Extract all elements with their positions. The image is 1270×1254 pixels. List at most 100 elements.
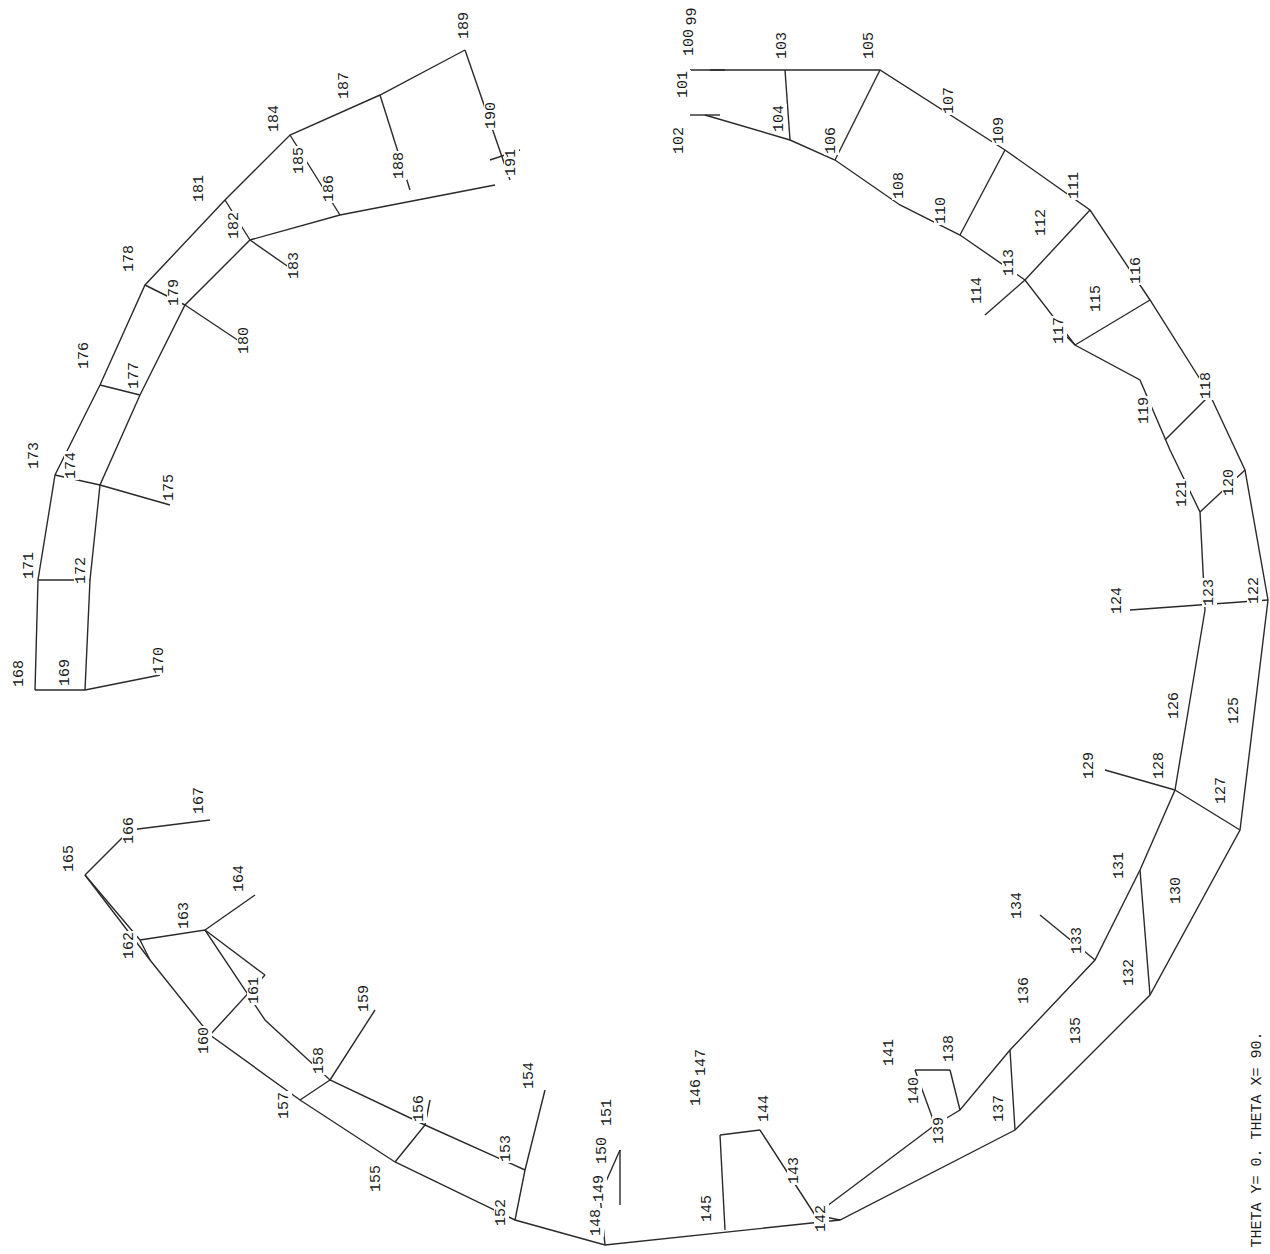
node-number: 171: [22, 550, 37, 579]
mesh-element-line: [185, 305, 245, 345]
node-number: 173: [27, 440, 42, 469]
node-number: 182: [227, 210, 242, 239]
node-number: 167: [192, 785, 207, 814]
node-number: 166: [122, 815, 137, 844]
node-number: 174: [64, 450, 79, 479]
mesh-element-line: [380, 95, 410, 190]
mesh-element-line: [85, 70, 1268, 1245]
node-number: 160: [197, 1025, 212, 1054]
node-number: 113: [1002, 247, 1017, 276]
node-number: 139: [932, 1115, 947, 1144]
node-number: 177: [127, 360, 142, 389]
node-number: 149: [592, 1173, 607, 1202]
node-number: 165: [62, 843, 77, 872]
node-number: 133: [1070, 925, 1085, 954]
mesh-element-line: [690, 114, 720, 115]
mesh-element-line: [720, 1130, 760, 1135]
mesh-element-line: [290, 135, 340, 215]
node-number: 176: [77, 340, 92, 369]
node-number: 105: [862, 30, 877, 59]
mesh-element-line: [340, 185, 495, 215]
mesh-element-line: [35, 689, 85, 690]
node-number: 136: [1017, 975, 1032, 1004]
mesh-element-line: [525, 1090, 545, 1170]
node-number: 142: [814, 1203, 829, 1232]
node-number: 120: [1222, 467, 1237, 496]
node-number: 135: [1069, 1015, 1084, 1044]
node-number: 187: [337, 70, 352, 99]
node-number: 163: [177, 900, 192, 929]
mesh-element-line: [835, 70, 880, 160]
node-number: 122: [1247, 575, 1262, 604]
node-number: 110: [934, 195, 949, 224]
mesh-element-line: [690, 69, 725, 70]
node-number: 116: [1129, 255, 1144, 284]
node-number: 109: [992, 115, 1007, 144]
node-number: 190: [484, 100, 499, 129]
node-number: 131: [1112, 850, 1127, 879]
node-number: 150: [595, 1135, 610, 1164]
mesh-element-line: [1010, 1050, 1015, 1130]
node-number: 104: [772, 103, 787, 132]
node-number: 128: [1152, 750, 1167, 779]
node-number: 186: [322, 173, 337, 202]
node-number: 146: [689, 1077, 704, 1106]
node-number: 100: [682, 27, 697, 56]
mesh-element-line: [960, 150, 1005, 235]
node-number: 147: [694, 1047, 709, 1076]
node-number: 159: [357, 983, 372, 1012]
mesh-element-line: [85, 675, 160, 690]
node-number: 111: [1067, 170, 1082, 199]
node-number: 158: [312, 1045, 327, 1074]
mesh-element-line: [140, 940, 150, 960]
node-number: 112: [1034, 207, 1049, 236]
node-number: 157: [277, 1090, 292, 1119]
node-number: 168: [12, 658, 27, 687]
node-number: 108: [892, 170, 907, 199]
node-number: 123: [1202, 577, 1217, 606]
node-number: 118: [1199, 370, 1214, 399]
mesh-element-line: [720, 1135, 725, 1230]
node-number: 161: [247, 975, 262, 1004]
mesh-element-line: [915, 1069, 950, 1070]
node-number: 154: [522, 1060, 537, 1089]
node-number: 180: [237, 325, 252, 354]
mesh-element-line: [1040, 915, 1095, 960]
node-number: 107: [942, 85, 957, 114]
node-number: 169: [58, 657, 73, 686]
node-number: 126: [1167, 690, 1182, 719]
mesh-element-line: [140, 930, 525, 1170]
node-number: 188: [392, 150, 407, 179]
node-number: 101: [676, 69, 691, 98]
node-number: 99: [684, 6, 699, 26]
node-number: 164: [232, 863, 247, 892]
node-number: 117: [1052, 315, 1067, 344]
node-number: 143: [787, 1155, 802, 1184]
mesh-element-line: [205, 895, 255, 930]
node-number: 134: [1010, 890, 1025, 919]
node-number: 179: [167, 277, 182, 306]
mesh-element-line: [985, 280, 1025, 315]
mesh-element-line: [515, 1170, 525, 1220]
node-number: 172: [74, 555, 89, 584]
mesh-element-line: [225, 200, 250, 240]
mesh-element-line: [705, 115, 1205, 1215]
node-number: 114: [970, 275, 985, 304]
node-number: 102: [672, 125, 687, 154]
view-angle-note: THETA Y= 0. THETA X= 90.: [1249, 1031, 1264, 1249]
node-number: 191: [504, 147, 519, 176]
node-number: 125: [1227, 695, 1242, 724]
node-number: 162: [122, 930, 137, 959]
node-number: 141: [882, 1037, 897, 1066]
node-number: 155: [369, 1163, 384, 1192]
node-number: 189: [457, 10, 472, 39]
mesh-element-line: [130, 820, 210, 830]
node-number: 156: [412, 1093, 427, 1122]
node-number: 151: [600, 1097, 615, 1126]
node-number: 127: [1214, 775, 1229, 804]
node-number: 183: [287, 250, 302, 279]
node-number: 184: [267, 103, 282, 132]
mesh-element-line: [619, 1150, 620, 1205]
mesh-element-line: [300, 1080, 330, 1100]
node-number: 185: [292, 145, 307, 174]
